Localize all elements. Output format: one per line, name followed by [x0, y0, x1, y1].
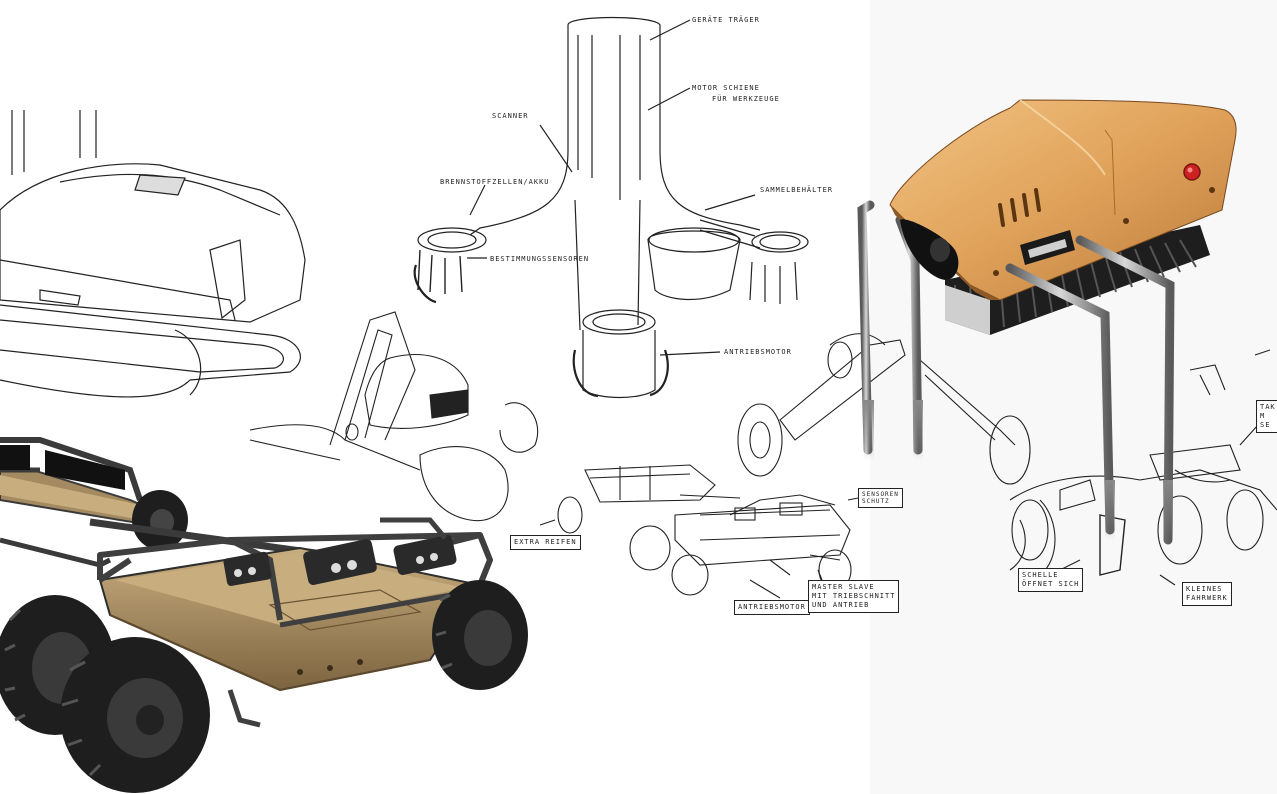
excavator-arm-sketch: [249, 311, 539, 522]
rover-render: [0, 437, 528, 793]
label-extra-reifen: EXTRA REIFEN: [510, 535, 581, 550]
label-antriebsmotor-top: ANTRIEBSMOTOR: [724, 348, 792, 356]
label-tak: TAK M SE: [1256, 400, 1277, 433]
label-sammelbehaelter: SAMMELBEHÄLTER: [760, 186, 834, 194]
label-bestimmungssensoren: BESTIMMUNGSSENSOREN: [490, 255, 590, 263]
label-sensoren: SENSOREN SCHUTZ: [858, 488, 903, 508]
orange-sensor-pod: [857, 99, 1237, 545]
label-geraete-traeger: GERÄTE TRÄGER: [692, 16, 760, 24]
rover-wheel-right: [432, 580, 528, 690]
label-motor-schiene-tools: FÜR WERKZEUGE: [712, 95, 780, 103]
legged-mech-sketch: [737, 333, 1277, 586]
tool-carrier-sketch: [413, 16, 809, 399]
rover-sketch: [539, 464, 859, 599]
label-motor-schiene: MOTOR SCHIENE: [692, 84, 760, 92]
rover-wheel-front: [60, 637, 210, 793]
label-brennstoffzelle: BRENNSTOFFZELLEN/AKKU: [440, 178, 550, 186]
label-antriebsmotor-box: ANTRIEBSMOTOR: [734, 600, 810, 615]
tracked-vehicle-sketch: [0, 110, 306, 398]
label-master-slave: MASTER SLAVE MIT TRIEBSCHNITT UND ANTRIE…: [808, 580, 900, 613]
label-schelle: SCHELLE ÖFFNET SICH: [1018, 568, 1084, 592]
label-scanner: SCANNER: [492, 112, 529, 120]
label-kleines-fahrwerk: KLEINES FAHRWERK: [1182, 582, 1232, 606]
